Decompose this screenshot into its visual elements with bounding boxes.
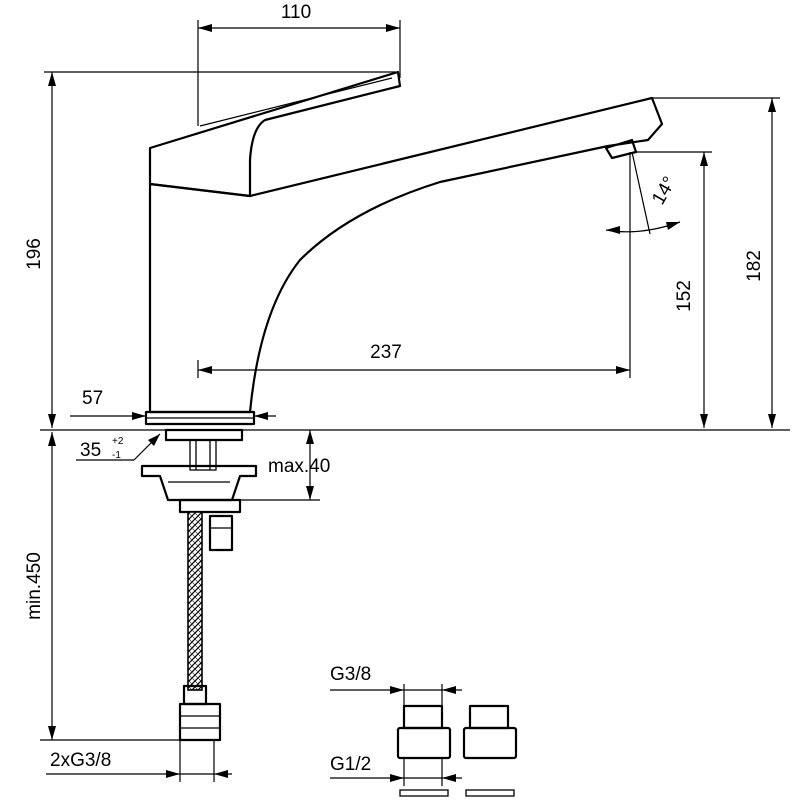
dim-handle-width: 110: [281, 2, 311, 23]
dim-max-deck-thickness: max.40: [268, 456, 330, 477]
dim-total-height: 196: [24, 238, 45, 270]
dim-outlet-height: 152: [674, 280, 695, 312]
dim-adapter-thread-bottom: G1/2: [330, 754, 371, 775]
dimension-lines: [40, 20, 780, 786]
lever-handle: [148, 70, 402, 198]
fixing-plate: [140, 464, 258, 502]
dim-mounting-hole-tol-upper: +2: [112, 436, 124, 447]
dim-base-diameter: 57: [82, 388, 103, 409]
dim-mounting-hole-tol-lower: -1: [112, 450, 121, 461]
hose-end-nut: [178, 702, 222, 742]
dim-spout-height: 182: [744, 250, 765, 282]
braided-hose: [187, 511, 203, 691]
dim-spout-reach: 237: [370, 342, 402, 363]
dimension-labels: 110 196 182 152 237 14° 57 35 +2 -1 max.…: [24, 2, 765, 775]
dim-spray-angle: 14°: [648, 173, 681, 208]
dim-adapter-thread-top: G3/8: [330, 664, 371, 685]
dim-mounting-hole: 35: [80, 440, 101, 461]
spout-body: [148, 96, 664, 414]
lever-handle-edge: [199, 77, 393, 127]
faucet-outline: [144, 70, 664, 426]
thread-adapters: [396, 704, 518, 797]
dim-hose-connection: 2xG3/8: [50, 750, 111, 771]
fixing-nut: [178, 498, 242, 514]
mounting-hardware: [40, 428, 790, 742]
dim-min-hose-length: min.450: [24, 552, 45, 620]
